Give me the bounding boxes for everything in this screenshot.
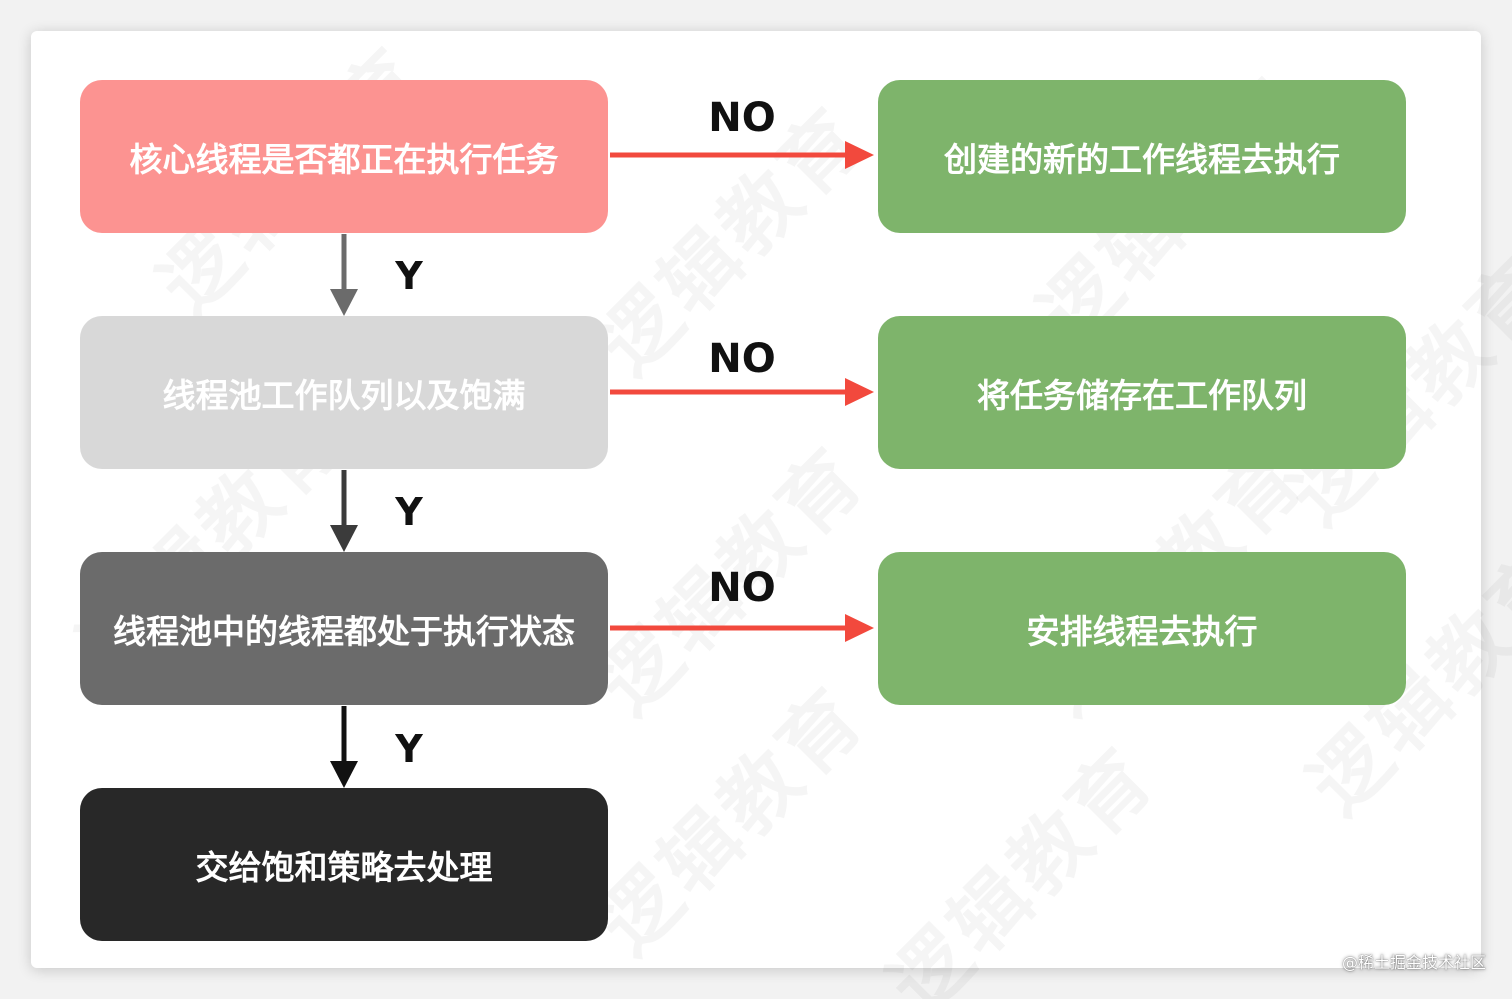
arrow-no-1 xyxy=(610,141,874,169)
node-store-in-queue: 将任务储存在工作队列 xyxy=(878,316,1406,469)
edge-label-no: NO xyxy=(708,565,775,611)
edge-label-yes: Y xyxy=(394,727,423,771)
credit-label: @稀土掘金技术社区 xyxy=(1341,953,1486,972)
edge-label-yes: Y xyxy=(394,490,423,534)
arrow-no-3 xyxy=(610,614,874,642)
arrow-yes-3 xyxy=(330,706,358,788)
node-pool-threads-busy: 线程池中的线程都处于执行状态 xyxy=(80,552,608,705)
arrow-no-2 xyxy=(610,378,874,406)
node-saturation-policy: 交给饱和策略去处理 xyxy=(80,788,608,941)
arrow-yes-2 xyxy=(330,470,358,552)
edge-label-no: NO xyxy=(708,95,775,141)
node-create-worker: 创建的新的工作线程去执行 xyxy=(878,80,1406,233)
arrow-yes-1 xyxy=(330,234,358,316)
edge-label-yes: Y xyxy=(394,254,423,298)
node-core-threads-busy: 核心线程是否都正在执行任务 xyxy=(80,80,608,233)
node-queue-full: 线程池工作队列以及饱满 xyxy=(80,316,608,469)
node-schedule-thread: 安排线程去执行 xyxy=(878,552,1406,705)
edge-label-no: NO xyxy=(708,336,775,382)
